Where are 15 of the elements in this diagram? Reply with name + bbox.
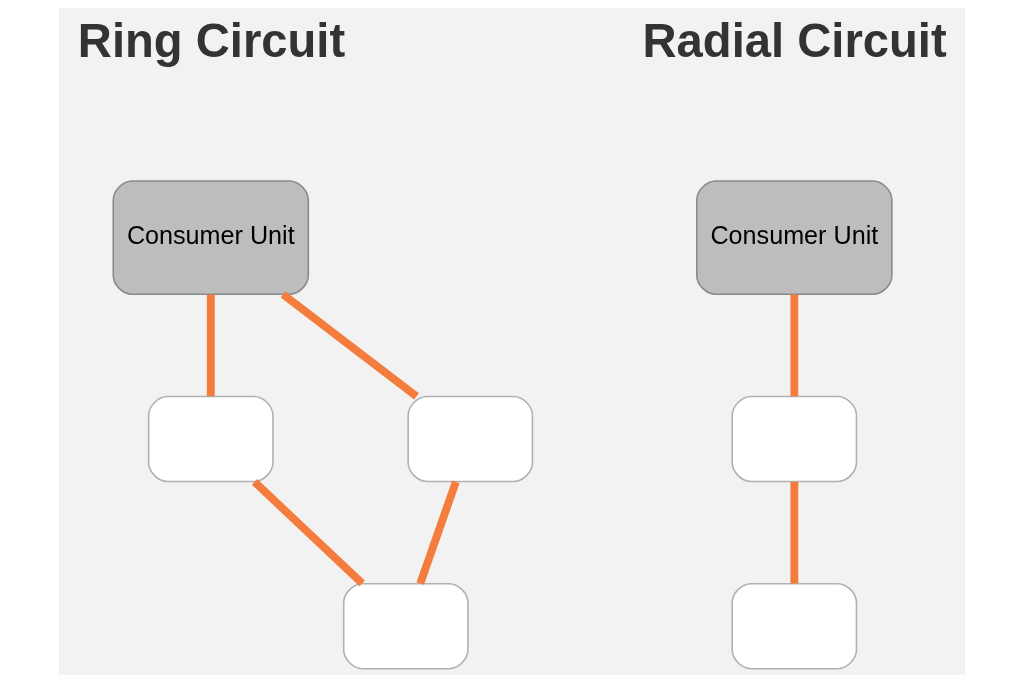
connector [416,480,460,585]
node-box [147,395,274,483]
node-box: Consumer Unit [696,180,893,296]
node-box [731,582,858,670]
node-box: Consumer Unit [112,180,310,296]
node-box [407,395,534,483]
node-box [731,395,858,483]
connector [251,479,365,587]
connector [790,294,799,397]
connector [790,481,799,584]
connector [206,294,215,397]
label: Ring Circuit [77,13,346,67]
connector [280,291,419,400]
node-box [342,582,469,670]
label: Radial Circuit [642,13,947,67]
